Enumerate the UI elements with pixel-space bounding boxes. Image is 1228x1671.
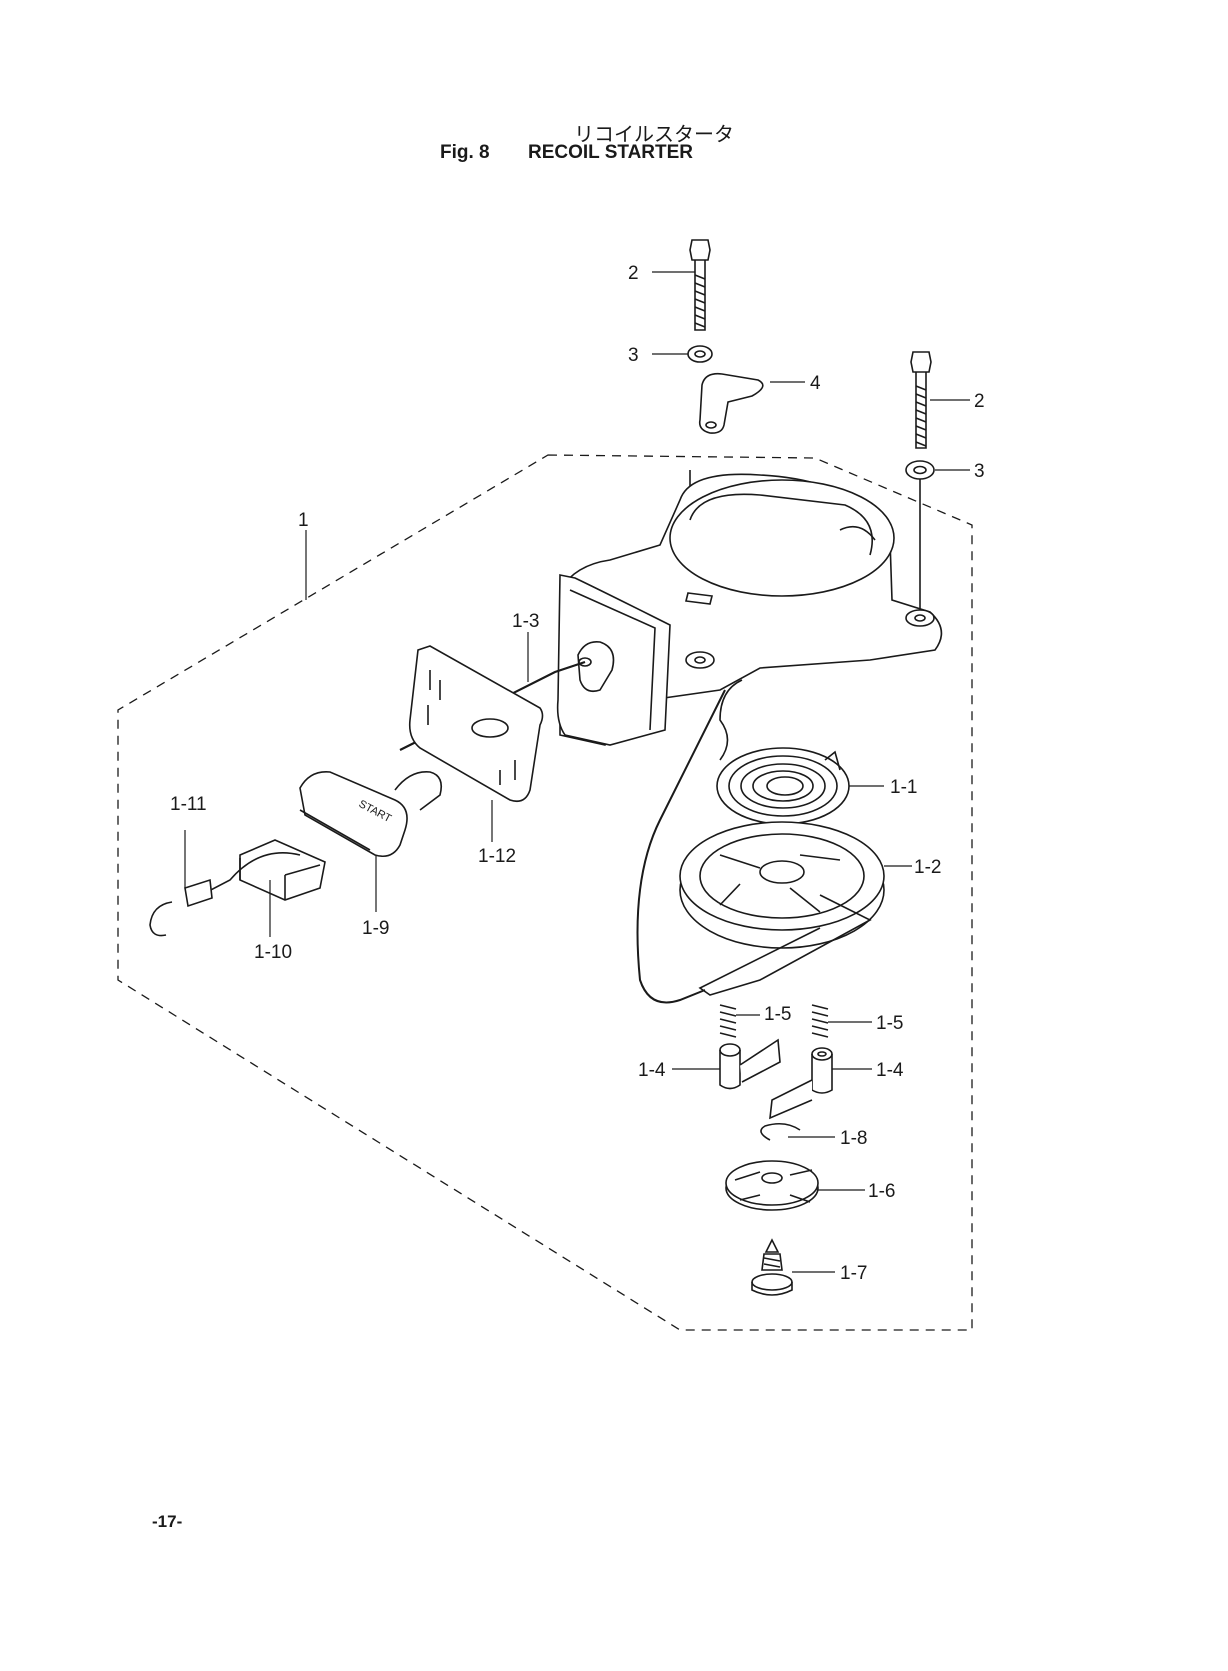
callout-2-right: 2 xyxy=(974,391,985,412)
callout-1-5-left: 1-5 xyxy=(764,1004,791,1025)
bolt-2-right xyxy=(910,351,932,449)
handle-insert-1-10 xyxy=(239,839,326,901)
spring-1-5-right xyxy=(811,1004,829,1038)
callout-1-4-left: 1-4 xyxy=(638,1060,666,1081)
screw-1-7 xyxy=(751,1238,793,1296)
callout-1-11: 1-11 xyxy=(170,794,207,815)
starter-handle-1-9 xyxy=(299,771,443,858)
callout-1-8: 1-8 xyxy=(840,1128,867,1149)
callout-1-6: 1-6 xyxy=(868,1181,895,1202)
ratchet-1-4-left xyxy=(719,1038,781,1090)
callout-3-left: 3 xyxy=(628,345,639,366)
assembly-boundary xyxy=(117,454,973,1331)
washer-3-right xyxy=(905,460,935,610)
rope-loop xyxy=(636,689,726,1004)
figure-label: Fig. 8 xyxy=(440,142,490,163)
figure-name: RECOIL STARTER xyxy=(528,142,694,163)
leader-lines xyxy=(184,271,970,1273)
spring-1-5-left xyxy=(719,1004,737,1038)
callout-1-5-right: 1-5 xyxy=(876,1013,903,1034)
title-japanese: リコイルスタータ xyxy=(574,122,734,146)
grip-plate-1-12 xyxy=(408,645,544,803)
washer-3-left xyxy=(687,345,713,363)
callout-1-1: 1-1 xyxy=(890,777,917,798)
circlip-1-8 xyxy=(760,1122,801,1141)
callout-1-2: 1-2 xyxy=(914,857,941,878)
spiral-spring-1-1 xyxy=(716,747,850,825)
callout-1-10: 1-10 xyxy=(254,942,292,963)
callout-1-7: 1-7 xyxy=(840,1263,867,1284)
callout-1-12: 1-12 xyxy=(478,846,516,867)
rope-end-1-11 xyxy=(149,852,301,937)
reel-1-2 xyxy=(679,821,885,996)
page-number: -17- xyxy=(152,1512,183,1531)
ratchet-1-4-right xyxy=(769,1047,833,1120)
callout-2-left: 2 xyxy=(628,263,639,284)
callout-3-right: 3 xyxy=(974,461,985,482)
callout-1-9: 1-9 xyxy=(362,918,389,939)
callout-4: 4 xyxy=(810,373,821,394)
friction-plate-1-6 xyxy=(725,1160,819,1211)
callout-1-3: 1-3 xyxy=(512,611,539,632)
starter-housing xyxy=(556,473,943,761)
bolt-2-left xyxy=(689,239,711,331)
callout-1-4-right: 1-4 xyxy=(876,1060,904,1081)
callout-1: 1 xyxy=(298,510,309,531)
